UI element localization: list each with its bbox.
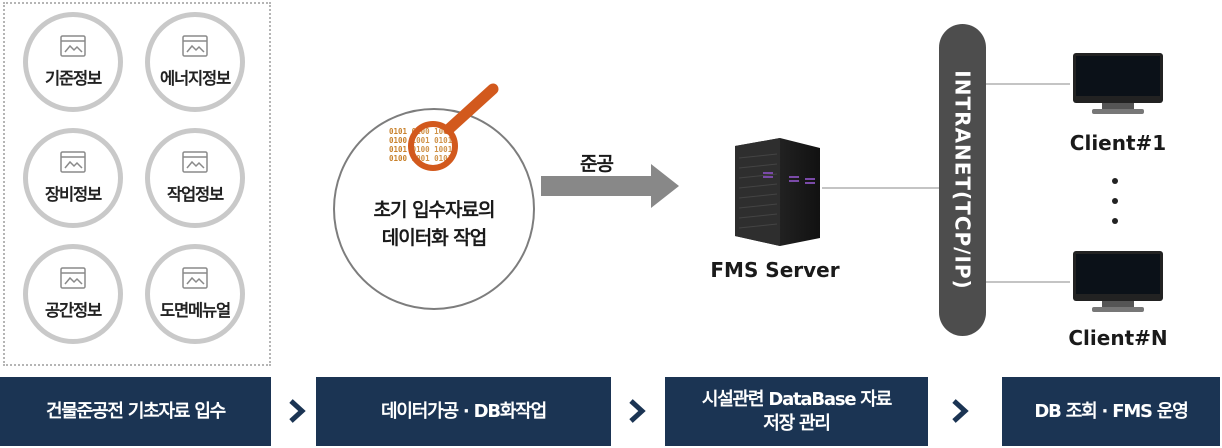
category-panel — [3, 2, 271, 366]
category-label: 장비정보 — [45, 185, 102, 204]
step-3-line-1: 시설관련 DataBase 자료 — [701, 388, 893, 410]
completion-label: 준공 — [580, 153, 614, 175]
category-circle-drawing-manual[interactable]: 도면메뉴얼 — [145, 244, 245, 344]
server-icon — [735, 138, 820, 246]
step-3-box: 시설관련 DataBase 자료 저장 관리 — [665, 377, 928, 446]
server-connection-line — [822, 187, 940, 189]
image-window-icon — [60, 267, 86, 289]
ellipsis-dot — [1112, 198, 1118, 204]
binary-row: 0101 0100 1001 — [389, 145, 453, 154]
binary-row: 0100 1001 0101 — [389, 154, 453, 163]
binary-row: 0100 1001 0101 — [389, 136, 453, 145]
client-connection-line — [986, 281, 1070, 283]
client-last-label: Client#N — [1068, 326, 1168, 350]
intranet-label: INTRANET(TCP/IP) — [950, 70, 975, 290]
step-2-line-1: 데이터가공 · DB화작업 — [381, 400, 547, 422]
step-1-box: 건물준공전 기초자료 입수 — [0, 377, 271, 446]
client-connection-line — [986, 83, 1070, 85]
monitor-icon — [1073, 53, 1163, 114]
image-window-icon — [60, 151, 86, 173]
image-window-icon — [182, 267, 208, 289]
flow-arrow-icon — [541, 164, 679, 208]
data-conversion-label: 초기 입수자료의 데이터화 작업 — [333, 196, 535, 252]
step-4-line-1: DB 조회 · FMS 운영 — [1034, 400, 1188, 422]
chevron-right-icon — [629, 399, 646, 423]
image-window-icon — [182, 151, 208, 173]
image-window-icon — [60, 35, 86, 57]
category-label: 공간정보 — [45, 301, 102, 320]
chevron-right-icon — [952, 399, 969, 423]
monitor-icon — [1073, 251, 1163, 312]
category-label: 도면메뉴얼 — [160, 301, 231, 320]
intranet-label-wrap: INTRANET(TCP/IP) — [939, 24, 986, 336]
category-label: 작업정보 — [167, 185, 224, 204]
binary-row: 0101 0100 1001 — [389, 127, 453, 136]
category-label: 에너지정보 — [160, 69, 231, 88]
step-1-line-1: 건물준공전 기초자료 입수 — [45, 400, 226, 422]
magnifier-icon: 0101 0100 1001 0100 1001 0101 0101 0100 … — [389, 83, 499, 171]
intranet-bus — [939, 24, 986, 336]
data-conversion-circle — [333, 108, 535, 310]
conversion-line-2: 데이터화 작업 — [381, 227, 488, 249]
category-circle-space[interactable]: 공간정보 — [23, 244, 123, 344]
category-circle-basic[interactable]: 기준정보 — [23, 12, 123, 112]
step-3-line-2: 저장 관리 — [763, 412, 831, 434]
category-label: 기준정보 — [45, 69, 102, 88]
conversion-line-1: 초기 입수자료의 — [373, 199, 496, 221]
server-label: FMS Server — [710, 258, 840, 282]
category-circle-energy[interactable]: 에너지정보 — [145, 12, 245, 112]
ellipsis-dot — [1112, 178, 1118, 184]
step-4-box: DB 조회 · FMS 운영 — [1002, 377, 1220, 446]
category-circle-equipment[interactable]: 장비정보 — [23, 128, 123, 228]
client-first-label: Client#1 — [1069, 131, 1167, 155]
step-2-box: 데이터가공 · DB화작업 — [316, 377, 611, 446]
ellipsis-dot — [1112, 218, 1118, 224]
image-window-icon — [182, 35, 208, 57]
chevron-right-icon — [289, 399, 306, 423]
category-circle-work[interactable]: 작업정보 — [145, 128, 245, 228]
